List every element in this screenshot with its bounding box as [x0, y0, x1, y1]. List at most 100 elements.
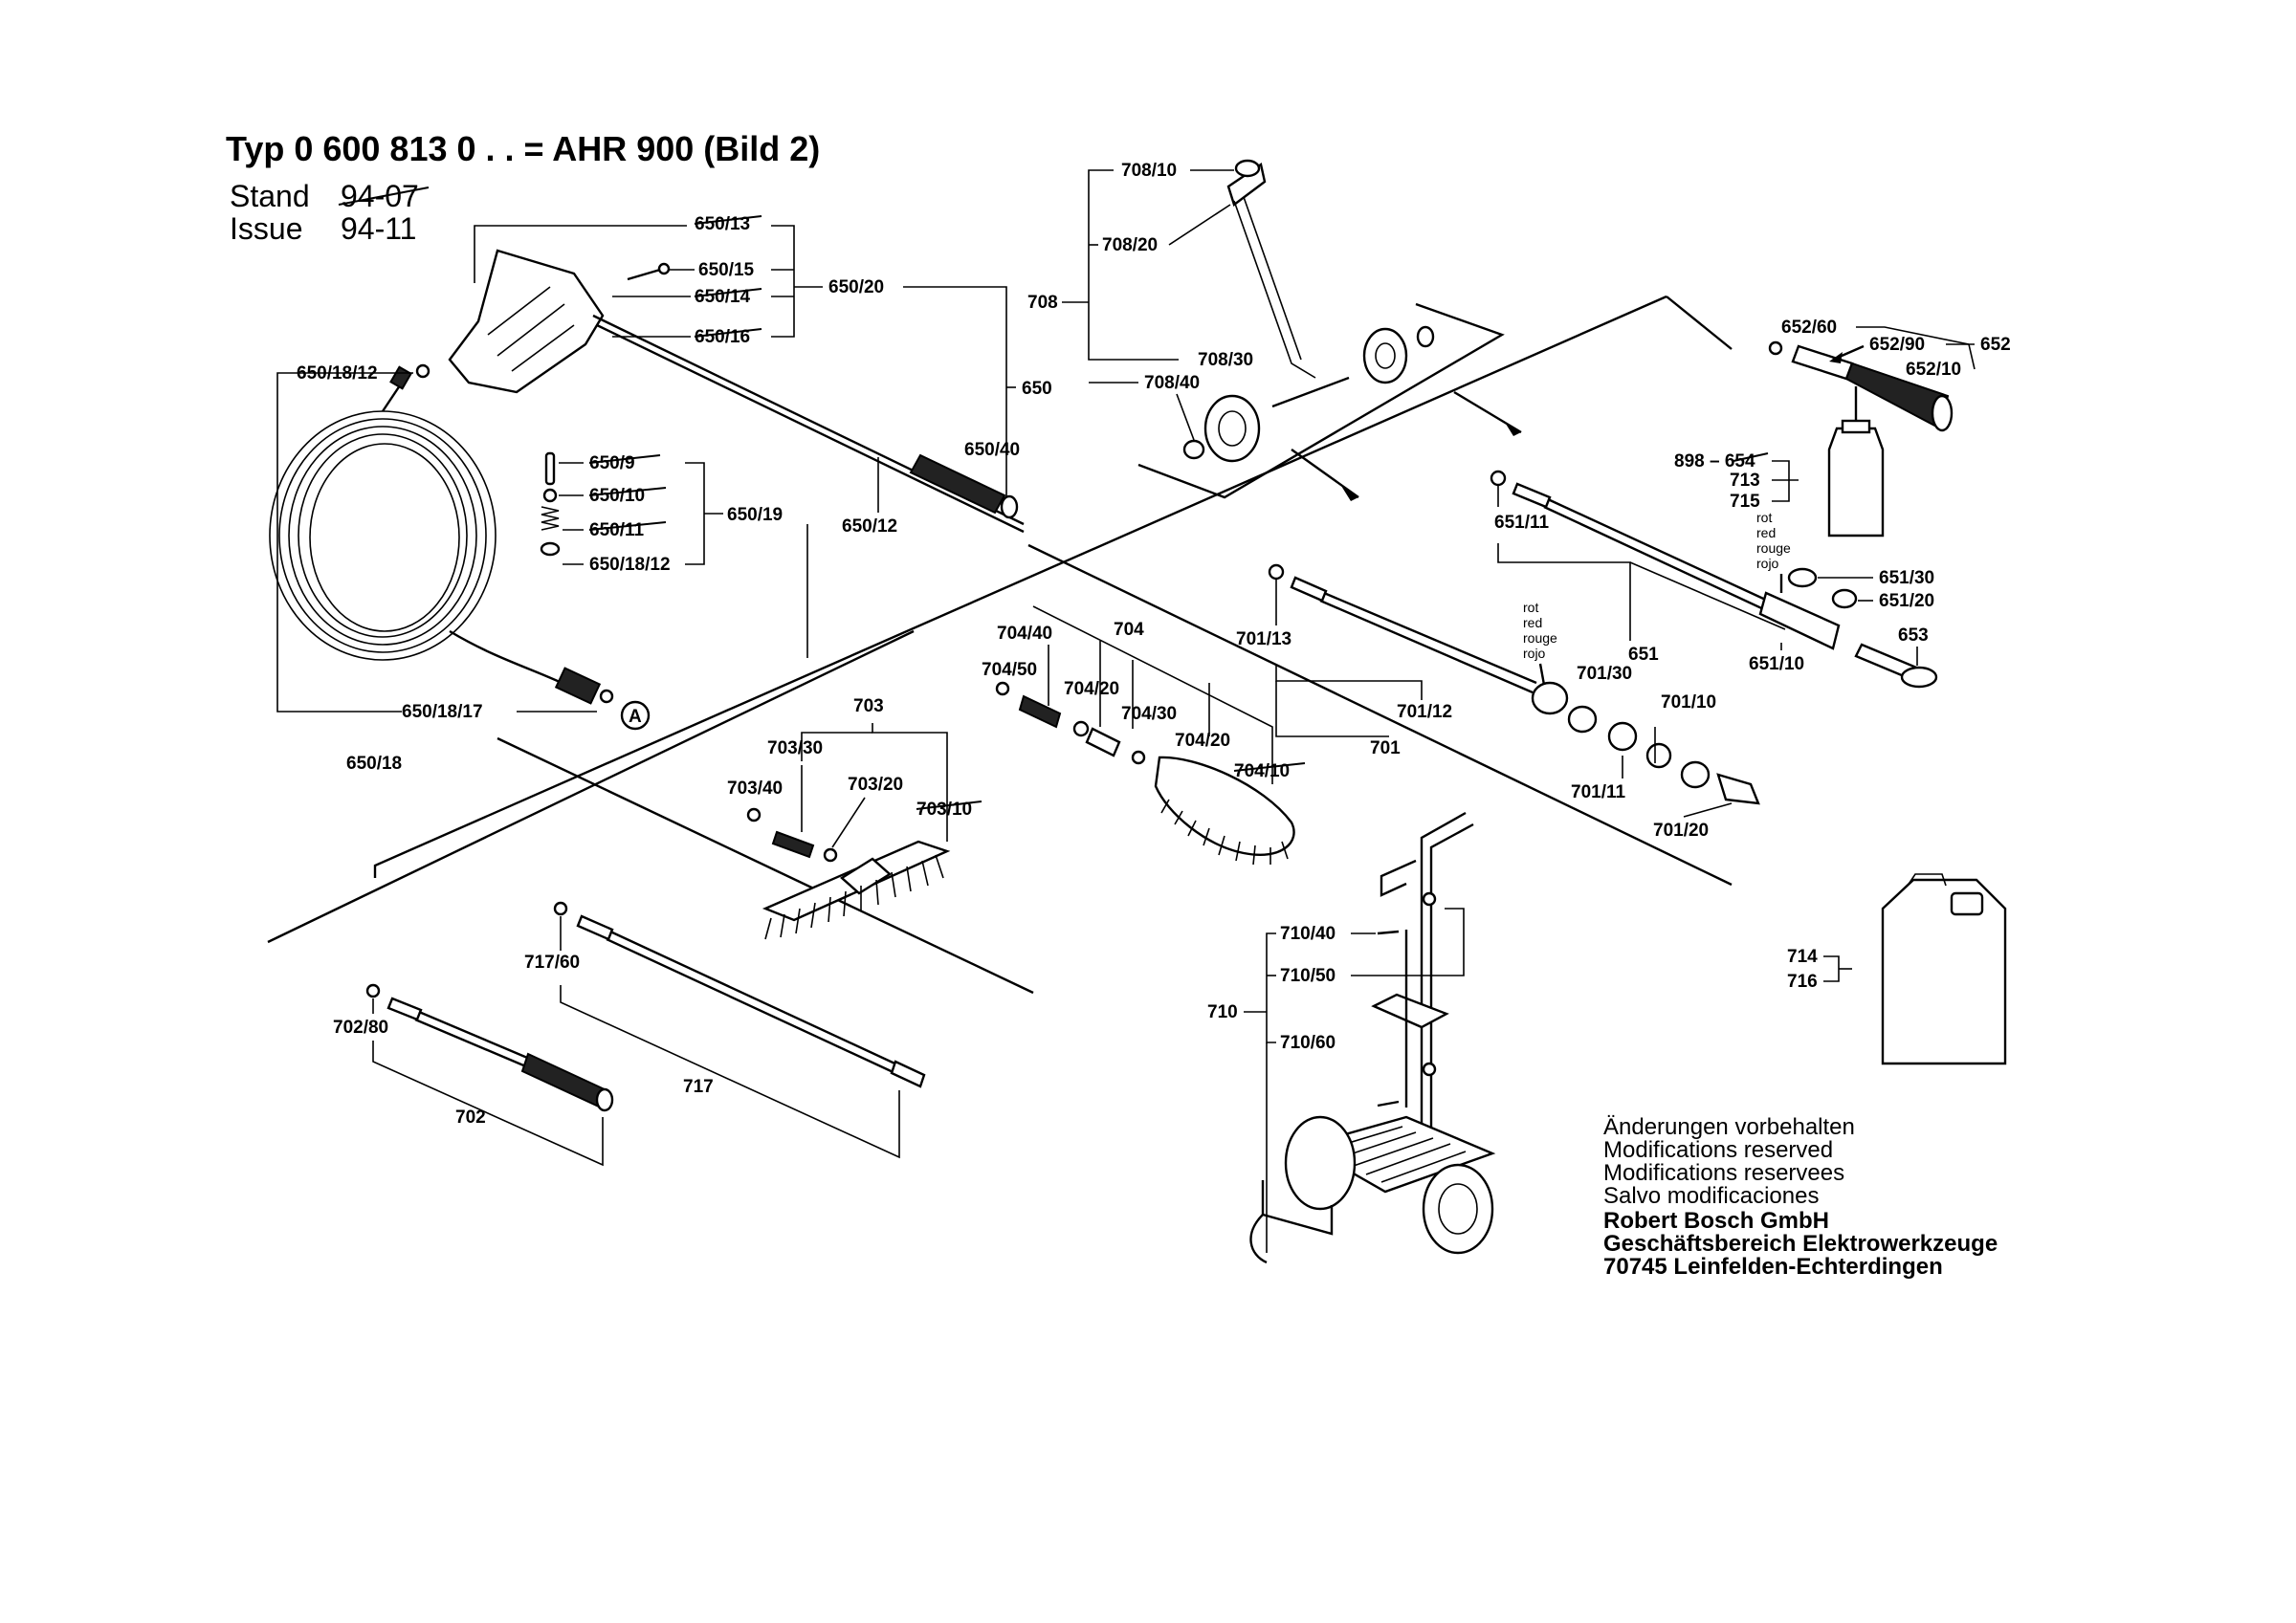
- bracket-708: [1088, 169, 1179, 361]
- red-mark-lower-4: rojo: [1523, 646, 1546, 661]
- flat-brush-mount: [840, 857, 892, 895]
- oring-701-30: [1567, 705, 1598, 734]
- round-brush-bristles: [1160, 799, 1289, 866]
- lance-717-tip: [576, 914, 614, 941]
- bracket-651: [1497, 543, 1631, 641]
- trolley-bracket-710-50: [1371, 993, 1449, 1029]
- gun-grip-ridges: [487, 286, 575, 372]
- label-652: 652: [1980, 335, 2011, 355]
- label-708-10: 708/10: [1121, 161, 1177, 181]
- lance-702-tip: [386, 997, 423, 1021]
- label-703-10: 703/10: [916, 800, 972, 820]
- strike-704-10: [1233, 762, 1306, 772]
- hose-fitting-bottom: [554, 667, 602, 705]
- label-650-15: 650/15: [698, 260, 755, 280]
- label-704-20b: 704/20: [1175, 731, 1230, 751]
- label-714: 714: [1787, 947, 1818, 967]
- leader-703-20: [831, 797, 866, 848]
- note-line-1: Änderungen vorbehalten: [1603, 1114, 1855, 1140]
- red-mark-lower-arrow: [1538, 663, 1546, 686]
- bracket-701: [1275, 681, 1389, 737]
- leader-708-40b: [1176, 393, 1195, 441]
- stand-label: Stand: [230, 179, 310, 213]
- issue-label: Issue: [230, 211, 302, 246]
- strike-650-13: [694, 215, 762, 225]
- label-651-10: 651/10: [1749, 654, 1804, 674]
- label-704-10: 704/10: [1234, 761, 1290, 781]
- oring-703-40: [746, 807, 762, 822]
- hose-650-18: A 650/18/12 650/18/17 650/18: [269, 363, 651, 774]
- stand-value-strike: [338, 186, 430, 206]
- hose-coil-5: [309, 443, 460, 632]
- label-653: 653: [1898, 625, 1929, 646]
- lance-651: 651/11 651/30 651/20 653 651 651/10: [1490, 470, 1938, 689]
- trolley-basket-grid: [1319, 1126, 1467, 1183]
- lance-701-tip: [1290, 576, 1328, 603]
- panel-divider-main: [373, 295, 1667, 878]
- bracket-650-19: [685, 462, 705, 565]
- label-651-11: 651/11: [1494, 513, 1549, 533]
- canister-714: 714 716: [1787, 873, 2007, 1065]
- hose-coil-3: [288, 426, 477, 646]
- label-651-20: 651/20: [1879, 591, 1934, 611]
- label-710-50: 710/50: [1280, 966, 1336, 986]
- label-701-13: 701/13: [1236, 629, 1292, 649]
- label-704-20a: 704/20: [1064, 679, 1119, 699]
- circle-a-marker: [620, 700, 651, 731]
- lance-702: 702/80 702: [333, 983, 614, 1167]
- lance-702-grip: [520, 1052, 608, 1109]
- label-717: 717: [683, 1077, 714, 1097]
- hose-coil-4: [298, 433, 468, 638]
- label-703-40: 703/40: [727, 779, 783, 799]
- canister-handle: [1907, 873, 1947, 887]
- lance-701-nut: [1531, 681, 1569, 715]
- oring-650-18-12a: [415, 363, 430, 379]
- label-702-80: 702/80: [333, 1018, 388, 1038]
- hose-fitting-top: [389, 365, 412, 390]
- oring-704-20a: [1072, 720, 1090, 737]
- lance-651-tip: [1512, 482, 1552, 509]
- label-702: 702: [455, 1108, 486, 1128]
- label-717-60: 717/60: [524, 953, 580, 973]
- hose-coil-2: [278, 418, 487, 653]
- label-650-19: 650/19: [727, 505, 783, 525]
- label-704-30: 704/30: [1121, 704, 1177, 724]
- lance-717: 717/60 717: [524, 901, 926, 1159]
- bracket-714: [1823, 955, 1840, 982]
- oring-651-11: [1490, 470, 1507, 487]
- label-713: 713: [1730, 471, 1760, 491]
- label-650-11: 650/11: [589, 520, 644, 540]
- bracket-710: [1266, 932, 1276, 1043]
- foam-nozzle-652: 652/60 652/90 652 652/10 898 – 654 713 7…: [1674, 318, 2011, 537]
- spring-650-11: [541, 506, 560, 531]
- red-mark-1: rot: [1756, 510, 1772, 525]
- label-650-12: 650/12: [842, 516, 897, 537]
- red-mark-lower-3: rouge: [1523, 630, 1557, 646]
- label-650-18: 650/18: [346, 754, 402, 774]
- leader-701-20: [1683, 802, 1733, 818]
- wheel-left: [1203, 394, 1261, 463]
- label-703: 703: [853, 696, 884, 716]
- panel-divider-brush: [497, 736, 1034, 995]
- oring-703-20: [823, 847, 838, 863]
- bracket-651-b: [1629, 561, 1786, 630]
- label-701-11: 701/11: [1571, 782, 1625, 802]
- oring-701-10: [1680, 760, 1711, 789]
- lance-grip-end: [1000, 494, 1019, 519]
- lance-702-tube-b: [414, 1018, 529, 1069]
- wheel-cap-708-40: [1182, 439, 1205, 460]
- label-650-10: 650/10: [589, 486, 645, 506]
- oring-652-60: [1768, 340, 1783, 356]
- nut-701-11a: [1607, 721, 1638, 752]
- adapter-703-30: [771, 830, 815, 859]
- screw-650-15-head: [657, 262, 671, 275]
- lance-702-tube: [418, 1010, 533, 1062]
- label-701: 701: [1370, 738, 1401, 758]
- wheel-washer: [1416, 325, 1435, 348]
- note-line-3: Modifications reservees: [1603, 1160, 1844, 1186]
- label-703-20: 703/20: [848, 775, 903, 795]
- arrow-652-90-head: [1829, 352, 1843, 363]
- oring-651-20: [1831, 588, 1858, 609]
- label-704-50: 704/50: [982, 660, 1037, 680]
